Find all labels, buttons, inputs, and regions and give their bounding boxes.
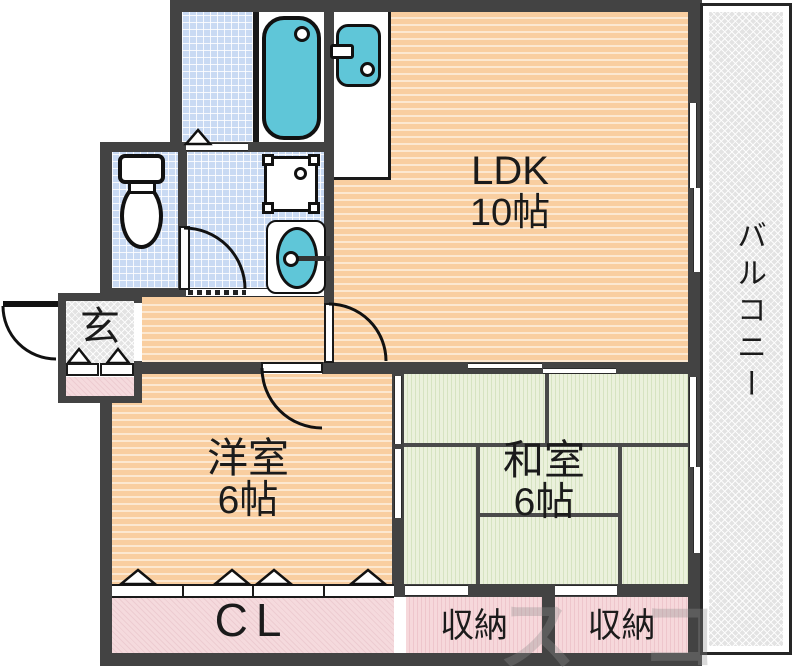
pan-corner	[308, 202, 320, 214]
bathtub-faucet-icon	[294, 26, 310, 42]
entrance-label: 玄	[80, 305, 120, 349]
wall-left-upper	[170, 0, 182, 152]
japanese-room-size: 6帖	[513, 481, 575, 525]
watermark: スコ	[498, 592, 783, 668]
closet-fold-triangle	[253, 568, 295, 586]
hall-ldk-door	[324, 302, 388, 363]
closet-door-divider	[182, 584, 184, 598]
closet-fold-triangle	[117, 568, 159, 586]
ldk-label: LDK 10帖	[420, 149, 600, 235]
entrance-hall-opening	[134, 303, 142, 361]
closet-floor	[112, 598, 394, 653]
storage-left-label: 収納	[440, 607, 508, 645]
bathtub-icon	[262, 16, 321, 140]
ldk-japanese-slider-1	[468, 363, 542, 369]
balcony-deck	[709, 12, 783, 646]
bathroom-tile-floor	[182, 12, 253, 142]
storage-left-opening	[405, 585, 468, 596]
kitchen-drain-icon	[360, 62, 375, 77]
wall-left-mid	[100, 142, 112, 297]
japanese-room-name: 和室	[503, 437, 585, 483]
wall-toilet-bottom	[100, 288, 186, 297]
closet-fold-triangle	[211, 568, 253, 586]
tatami-line	[476, 513, 622, 517]
fusuma-tick	[394, 444, 402, 449]
western-room-label: 洋室 6帖	[168, 436, 328, 522]
pan-corner	[262, 154, 274, 166]
washbasin-handle-icon	[296, 256, 330, 261]
storage-left-floor	[406, 597, 542, 653]
toilet-tank-icon	[118, 154, 165, 184]
wall-washroom-right	[324, 0, 334, 305]
ldk-floor-kitchen-side	[334, 180, 391, 362]
closet-door-divider	[323, 584, 325, 598]
bathroom-door-triangle	[183, 128, 213, 146]
washroom-threshold	[188, 290, 246, 295]
ldk-balcony-window-1	[689, 103, 697, 188]
closet-door-divider	[252, 584, 254, 598]
japanese-room-label: 和室 6帖	[464, 438, 624, 524]
bathroom-door-opening	[186, 143, 248, 151]
wall-storage-divider	[542, 584, 555, 653]
entrance-lower-step	[66, 377, 134, 396]
washbasin-faucet-icon	[283, 251, 299, 267]
western-room-door	[260, 362, 323, 430]
hallway-floor	[112, 297, 334, 362]
western-room-size: 6帖	[217, 479, 279, 523]
western-room-name: 洋室	[207, 435, 289, 481]
storage-right-label: 収納	[587, 607, 656, 645]
balcony-label: バルコニー	[732, 220, 765, 405]
closet-label: CL	[214, 594, 290, 646]
tatami-line	[545, 374, 549, 443]
storage-right-floor	[555, 597, 688, 653]
wall-bottom	[100, 653, 702, 666]
japanese-room-floor	[404, 374, 688, 584]
wall-top	[175, 0, 702, 12]
pan-corner	[262, 202, 274, 214]
japanese-balcony-window-1	[689, 377, 697, 467]
ldk-floor	[391, 12, 688, 362]
pan-corner	[308, 154, 320, 166]
pan-drain-icon	[294, 167, 307, 180]
kitchen-faucet-icon	[330, 44, 354, 59]
entrance-step-triangle	[65, 346, 93, 365]
entrance-floor	[66, 301, 134, 363]
washroom-entry-opening	[186, 288, 324, 297]
wall-bath-partition	[253, 12, 259, 142]
washroom-door	[179, 226, 247, 290]
front-door	[1, 301, 58, 361]
entrance-step-triangle	[104, 346, 132, 365]
closet-fold-triangle	[347, 568, 389, 586]
wall-toilet-divider	[178, 152, 187, 288]
ldk-size: 10帖	[469, 192, 551, 235]
entrance-step	[66, 363, 99, 376]
tatami-line	[404, 443, 688, 447]
wall-left-lower	[100, 397, 112, 666]
storage-right-opening	[553, 585, 617, 596]
balcony-area	[700, 3, 792, 655]
toilet-bowl-icon	[120, 183, 163, 249]
ldk-name: LDK	[471, 149, 549, 193]
western-room-floor	[112, 372, 392, 584]
entrance-step	[100, 363, 134, 376]
ldk-japanese-slider-2	[543, 368, 616, 374]
